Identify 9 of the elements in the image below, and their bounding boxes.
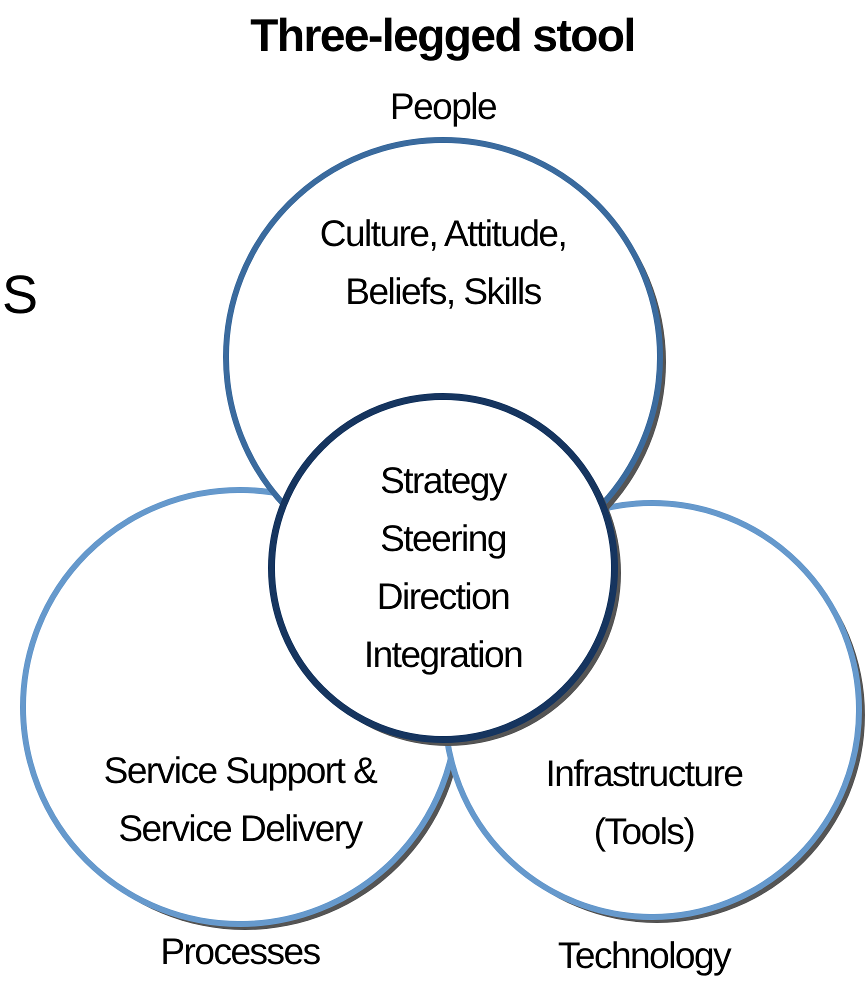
diagram-title: Three-legged stool <box>249 8 636 63</box>
circle-text: Infrastructure (Tools) <box>544 752 744 854</box>
circle-text: Strategy Steering Direction Integration <box>362 459 524 677</box>
circle-heading: People <box>388 85 498 129</box>
circle-heading: Processes <box>159 930 321 974</box>
circle-text: Culture, Attitude, Beliefs, Skills <box>318 212 568 314</box>
circle-heading: Technology <box>556 934 732 978</box>
circle-text: Service Support & Service Delivery <box>102 749 378 851</box>
cut-off-letter: S <box>2 264 38 327</box>
